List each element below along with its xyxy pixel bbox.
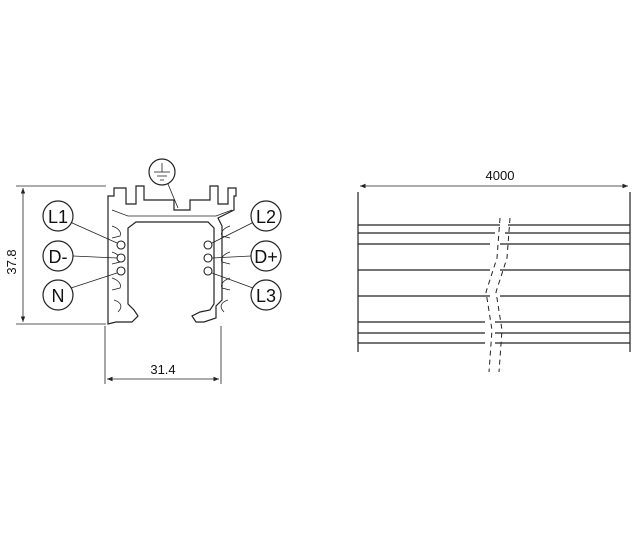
label-l3: L3 <box>211 272 282 311</box>
break-line-left <box>485 217 501 373</box>
conductor-l1-hole <box>116 240 126 250</box>
conductor-l3-hole <box>203 266 213 276</box>
track-cross-section <box>107 185 237 325</box>
label-l1: L1 <box>42 200 118 244</box>
conductor-l2-hole <box>203 240 213 250</box>
ground-icon <box>148 158 179 209</box>
svg-text:L1: L1 <box>48 207 68 227</box>
height-dimension: 37.8 <box>4 185 106 325</box>
svg-text:N: N <box>52 286 65 306</box>
label-l2: L2 <box>211 200 282 244</box>
label-d-minus: D- <box>42 240 118 272</box>
break-line-right <box>495 217 511 373</box>
track-side-view <box>357 192 631 373</box>
svg-text:D-: D- <box>49 247 68 267</box>
track-top-lip <box>111 209 233 217</box>
conductor-n-hole <box>116 266 126 276</box>
length-dimension: 4000 <box>360 168 628 189</box>
conductor-dplus-hole <box>203 253 213 263</box>
svg-text:L2: L2 <box>256 207 276 227</box>
track-profile-outline <box>107 185 237 325</box>
svg-text:D+: D+ <box>254 247 278 267</box>
label-d-plus: D+ <box>211 240 282 272</box>
length-dimension-value: 4000 <box>486 168 515 183</box>
svg-text:L3: L3 <box>256 286 276 306</box>
width-dimension-value: 31.4 <box>150 362 175 377</box>
width-dimension: 31.4 <box>104 326 222 384</box>
label-n: N <box>42 272 118 311</box>
conductor-dminus-hole <box>116 253 126 263</box>
height-dimension-value: 37.8 <box>4 249 19 274</box>
